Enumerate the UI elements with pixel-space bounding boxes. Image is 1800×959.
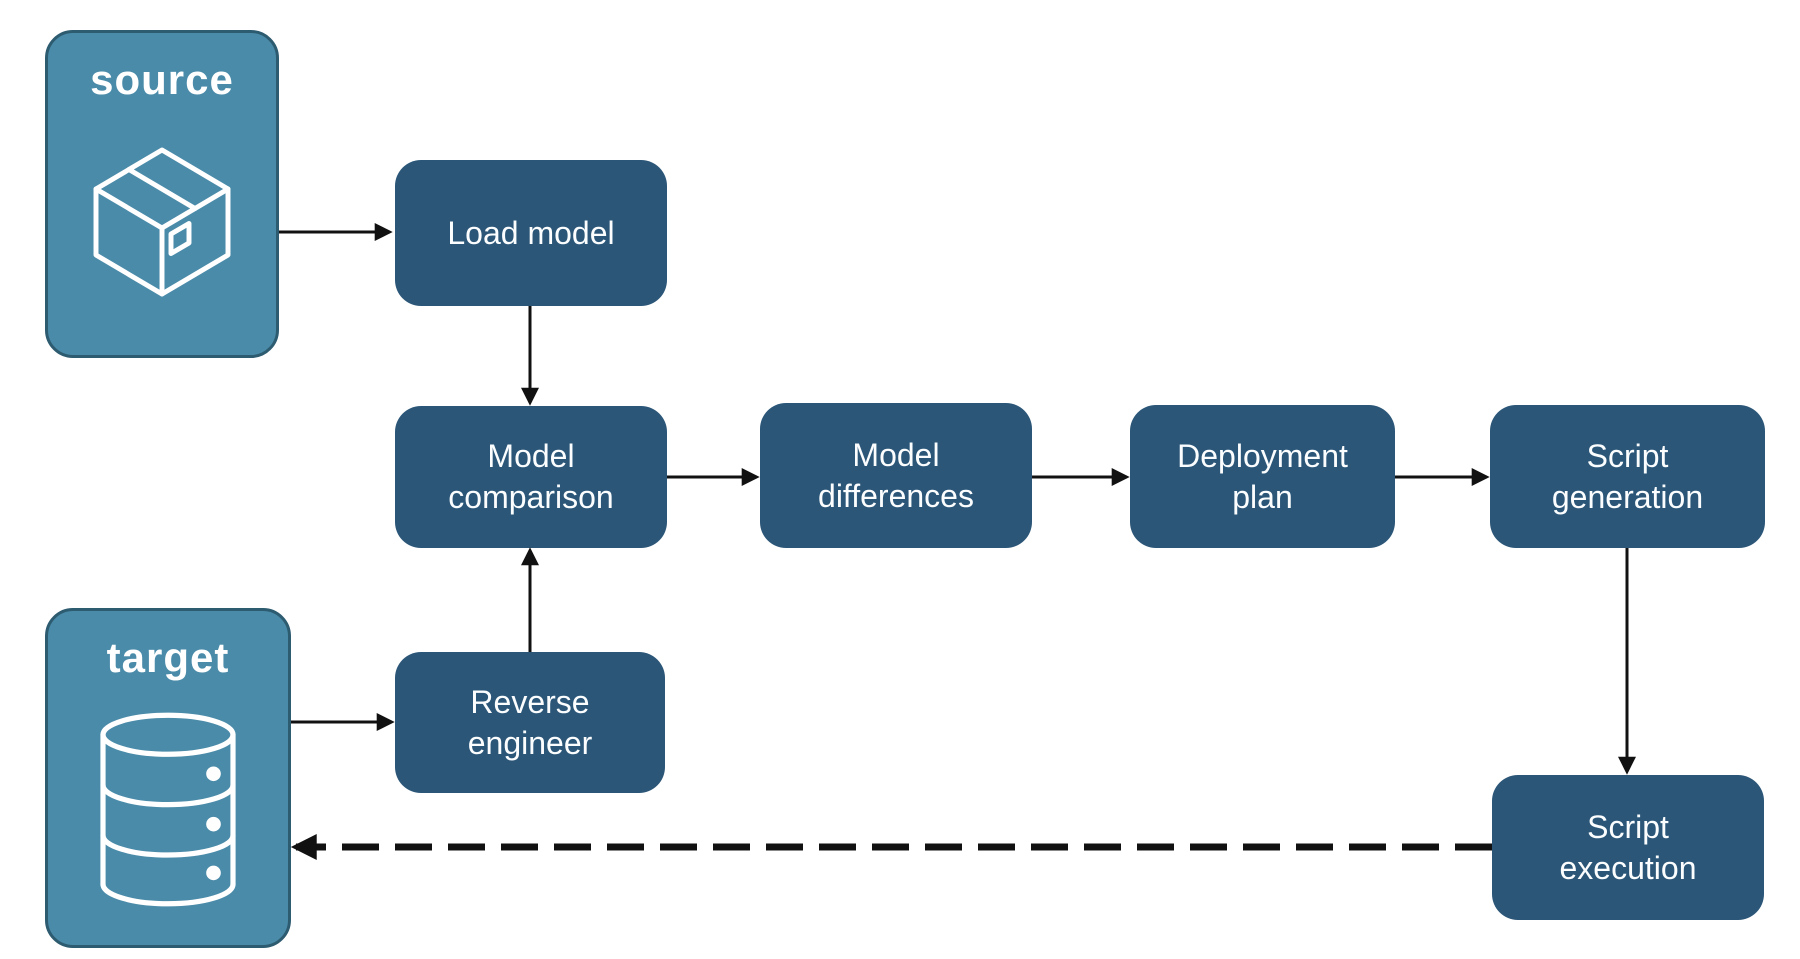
node-model-comparison-label: Model comparison [448,438,614,515]
node-reverse-engineer: Reverse engineer [395,652,665,793]
node-deployment-plan-label: Deployment plan [1177,437,1348,515]
node-load-model-label: Load model [447,214,615,251]
source-label: source [90,56,234,103]
node-model-comparison: Model comparison [395,406,667,548]
package-box-icon [48,101,276,355]
database-icon [48,679,288,945]
node-model-differences-label: Model differences [818,436,974,514]
target-label: target [106,634,230,681]
node-script-execution: Script execution [1492,775,1764,920]
node-reverse-engineer-label: Reverse engineer [467,683,593,761]
target-endpoint-box: target [45,608,291,948]
node-model-differences: Model differences [760,403,1032,548]
node-script-execution-label: Script execution [1559,808,1697,886]
node-deployment-plan: Deployment plan [1130,405,1395,548]
node-script-generation: Script generation [1490,405,1765,548]
node-script-generation-label: Script generation [1551,437,1704,515]
source-endpoint-box: source [45,30,279,358]
node-load-model: Load model [395,160,667,306]
